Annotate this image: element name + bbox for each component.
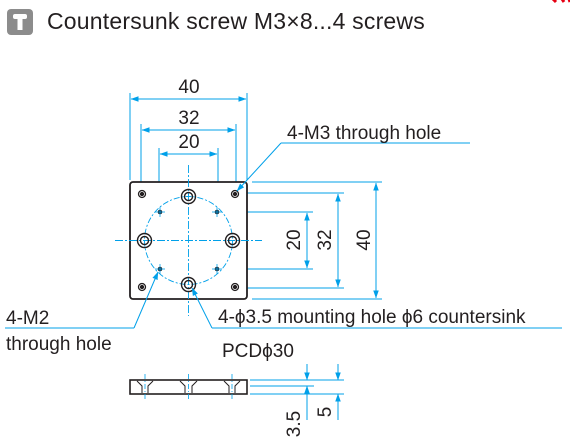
label-pcd: PCDϕ30 <box>222 341 294 362</box>
dim-right-20: 20 <box>284 229 305 250</box>
countersunk-mounting-holes <box>136 188 241 293</box>
label-m3-through-hole: 4-M3 through hole <box>287 123 441 144</box>
leader-lines <box>5 142 562 329</box>
dim-right-32: 32 <box>315 229 336 250</box>
plate-top-view <box>115 165 262 316</box>
label-m2: 4-M2 <box>6 308 49 329</box>
dim-side-5: 5 <box>315 407 336 418</box>
label-m2-through-hole: through hole <box>6 334 112 355</box>
dim-side-3-5: 3.5 <box>284 411 305 437</box>
dim-top-20: 20 <box>178 132 199 153</box>
screw-icon <box>7 9 33 35</box>
dim-right-40: 40 <box>354 229 375 250</box>
pcd-circle <box>144 196 233 285</box>
side-dimensions <box>250 364 344 420</box>
plate-side-view <box>129 374 248 400</box>
m3-through-holes <box>137 189 240 292</box>
dim-top-40: 40 <box>178 77 199 98</box>
label-mounting-hole: 4-ϕ3.5 mounting hole ϕ6 countersink <box>218 307 526 328</box>
header: Countersunk screw M3×8...4 screws <box>0 0 570 44</box>
dim-top-32: 32 <box>178 108 199 129</box>
header-title: Countersunk screw M3×8...4 screws <box>47 8 425 34</box>
